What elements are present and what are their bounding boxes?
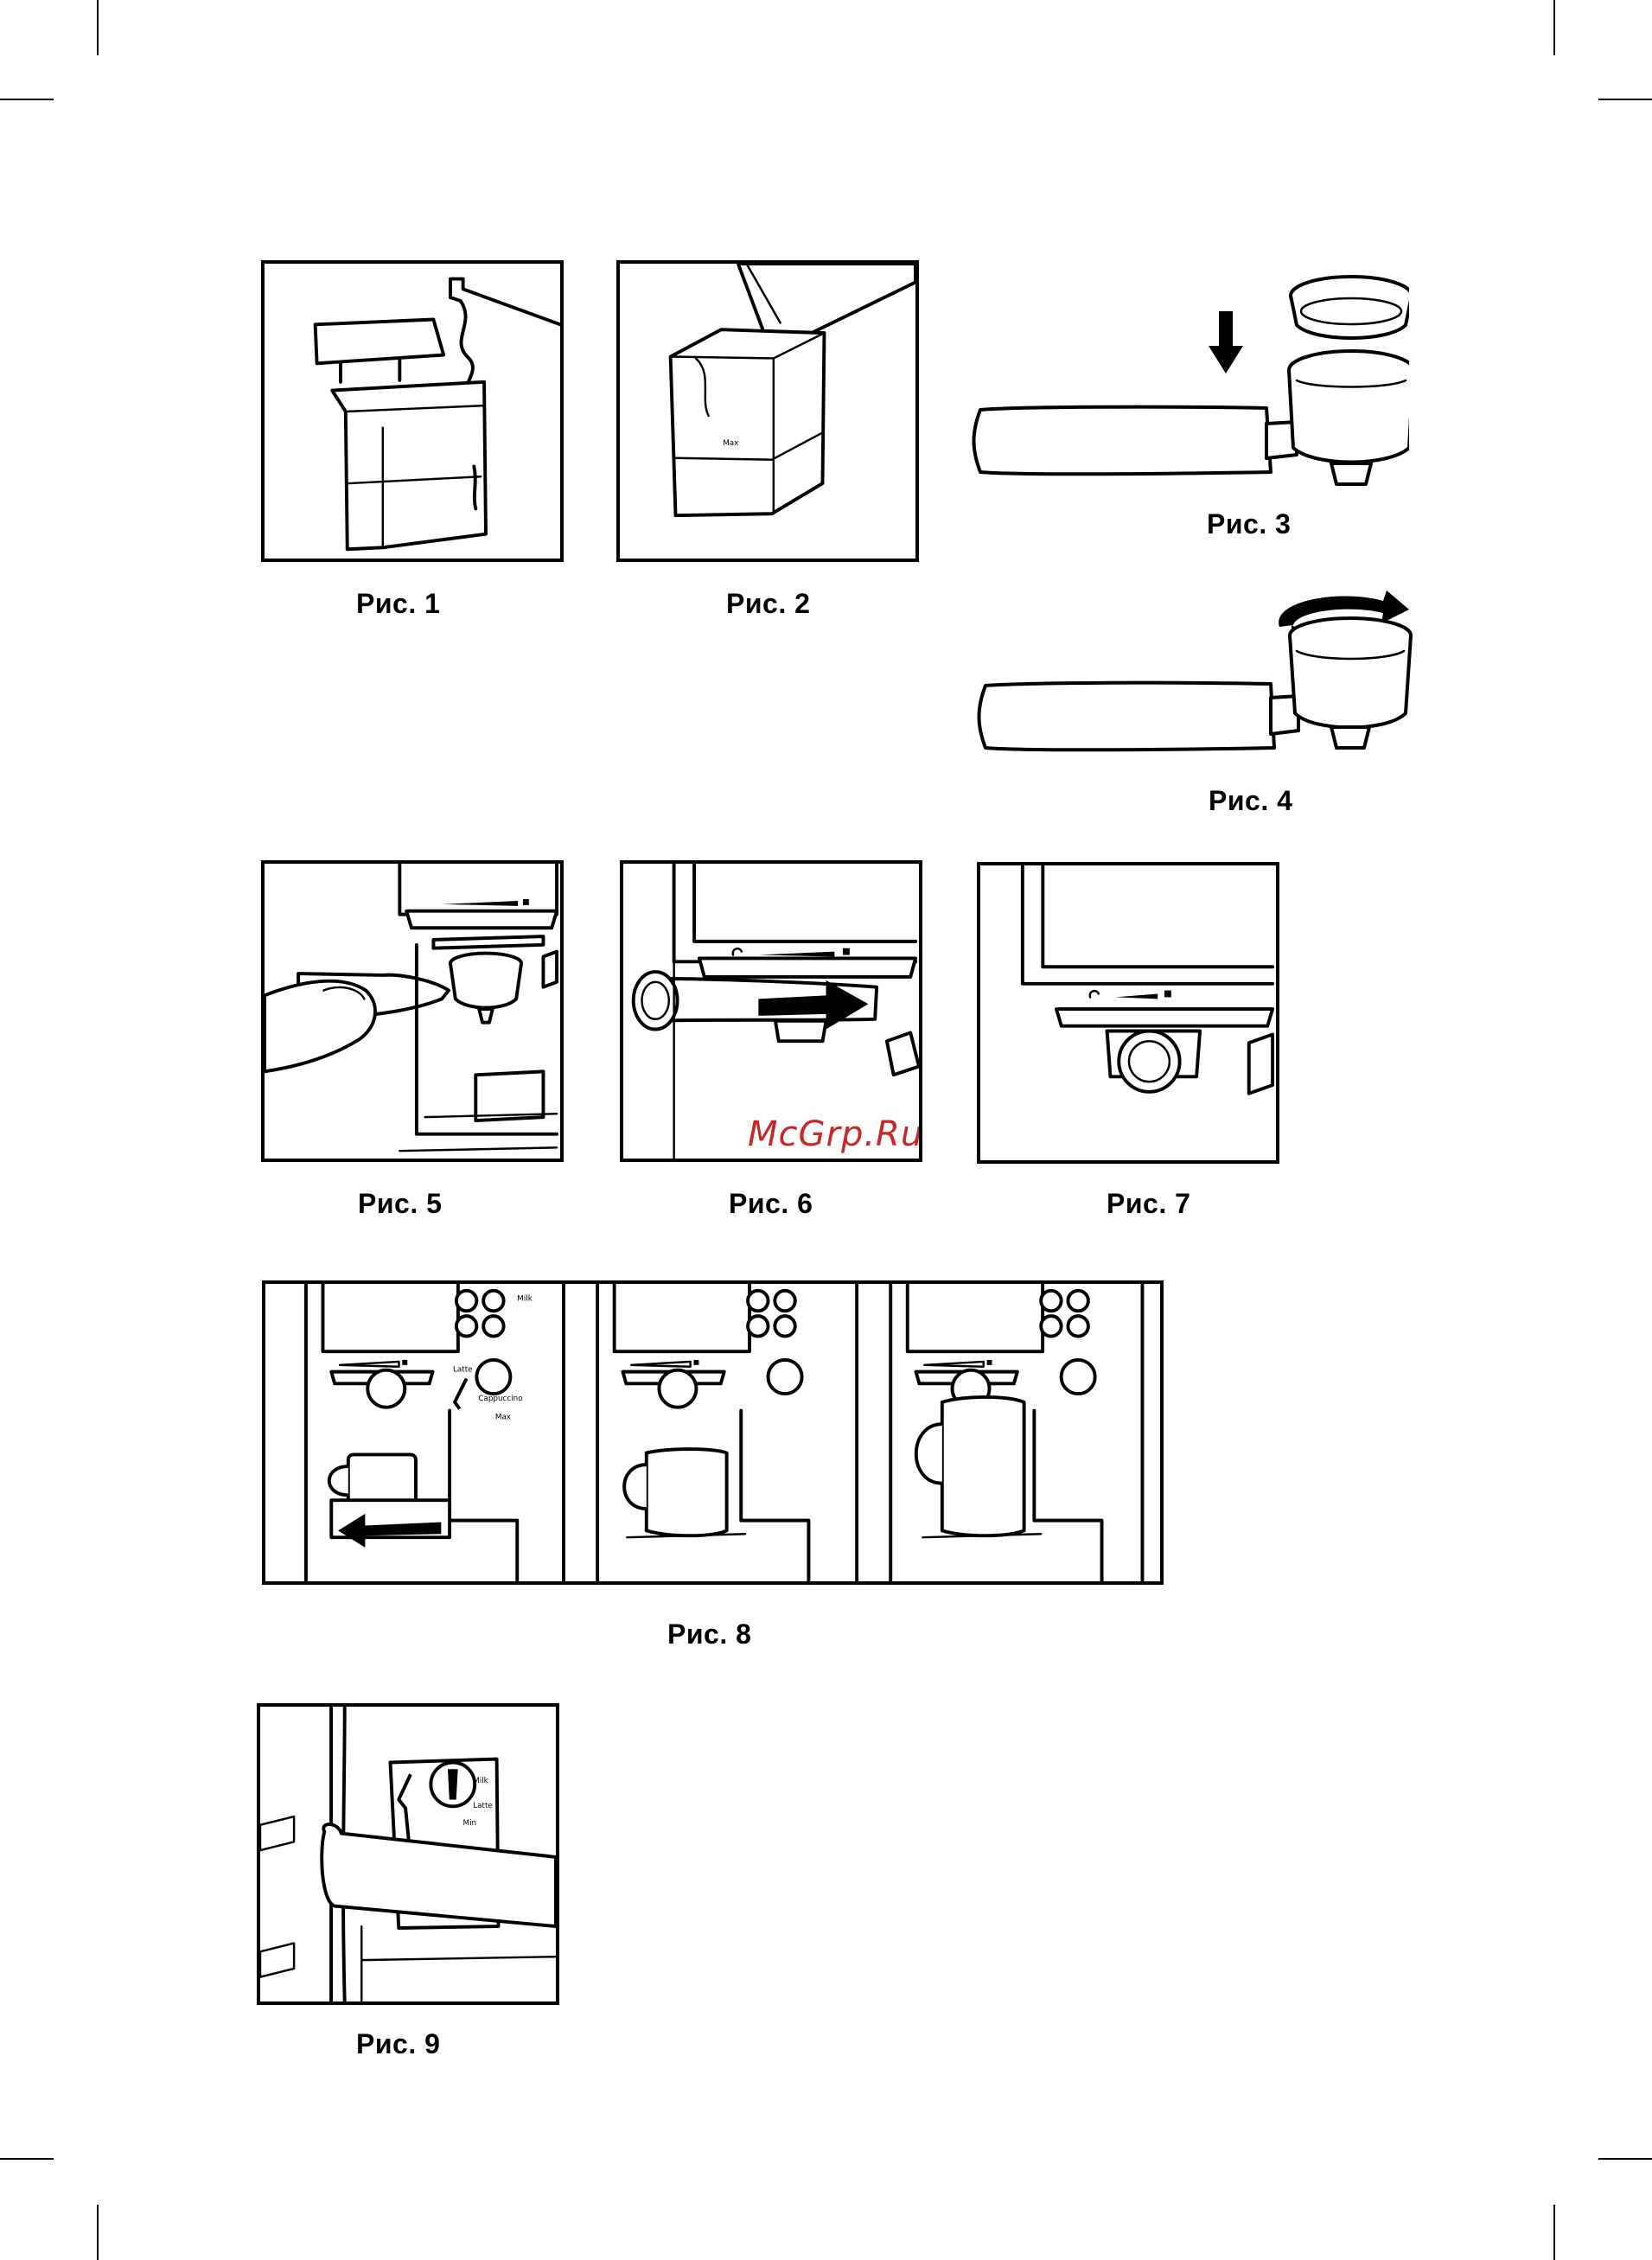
figure-6-illustration: McGrp.Ru xyxy=(620,860,922,1162)
water-tank-tap-drawing xyxy=(265,264,560,559)
crop-mark xyxy=(97,2205,99,2260)
milk-text: Milk xyxy=(517,1295,533,1304)
crop-mark xyxy=(0,99,54,100)
filter-insert-drawing xyxy=(968,259,1409,501)
figure-caption: Рис. 1 xyxy=(356,588,440,620)
max-text: Max xyxy=(495,1413,511,1421)
figure-2-illustration: Max xyxy=(616,260,919,562)
control-dial-drawing: Milk Latte Max Min xyxy=(260,1707,556,2001)
figure-caption: Рис. 2 xyxy=(726,588,810,620)
lock-scale-icon xyxy=(442,899,529,906)
latte-text: Latte xyxy=(453,1366,473,1375)
crop-mark xyxy=(1598,2158,1652,2160)
crop-mark xyxy=(1553,0,1555,55)
figure-5-illustration xyxy=(261,860,564,1162)
crop-mark xyxy=(1553,2205,1555,2260)
figure-9-illustration: Milk Latte Max Min xyxy=(257,1703,559,2005)
lock-scale-icon xyxy=(733,948,850,957)
cappuccino-text: Cappuccino xyxy=(478,1395,522,1403)
crop-mark xyxy=(1598,99,1652,100)
figure-8-illustration: Milk Cappuccino Latte Max xyxy=(262,1280,1164,1585)
lock-scale-icon xyxy=(1090,991,1171,999)
water-pour-drawing: Max xyxy=(620,264,915,559)
figure-caption: Рис. 5 xyxy=(358,1188,442,1220)
watermark-text: McGrp.Ru xyxy=(748,1114,922,1154)
crop-mark xyxy=(97,0,99,55)
insert-portafilter-drawing xyxy=(265,864,560,1159)
figure-7-illustration xyxy=(977,862,1279,1164)
figure-3-illustration xyxy=(968,259,1409,501)
figure-1-illustration xyxy=(261,260,564,562)
crop-mark xyxy=(0,2158,54,2160)
max-mark-text: Max xyxy=(723,439,738,448)
figure-caption: Рис. 3 xyxy=(1207,508,1291,540)
figure-caption: Рис. 9 xyxy=(356,2028,440,2060)
figure-caption: Рис. 7 xyxy=(1107,1188,1190,1220)
down-arrow-icon xyxy=(1209,311,1243,373)
figure-caption: Рис. 8 xyxy=(667,1618,751,1650)
locked-portafilter-drawing xyxy=(980,865,1276,1160)
latte-text: Latte xyxy=(473,1802,493,1810)
figure-caption: Рис. 4 xyxy=(1209,785,1292,817)
cup-size-panels-drawing: Milk Cappuccino Latte Max xyxy=(265,1284,1160,1581)
min-text: Min xyxy=(463,1819,477,1828)
filter-rotate-drawing xyxy=(977,584,1418,765)
figure-caption: Рис. 6 xyxy=(729,1188,813,1220)
milk-text: Milk xyxy=(473,1777,488,1785)
figure-4-illustration xyxy=(977,584,1418,765)
